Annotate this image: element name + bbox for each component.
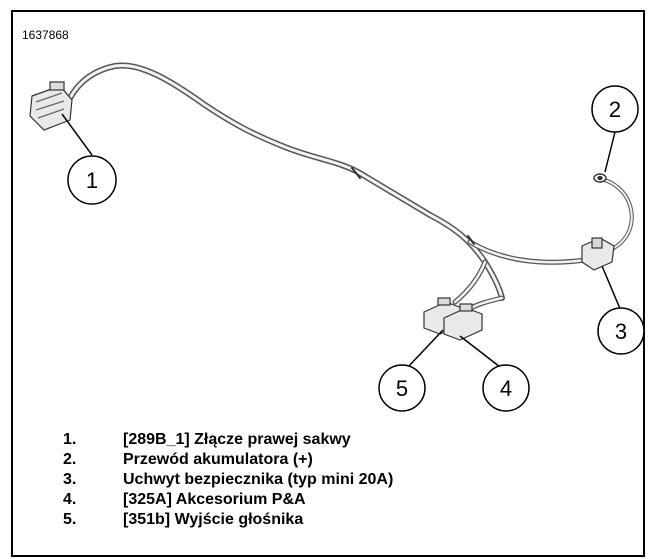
legend-item: 4.[325A] Akcesorium P&A [63,491,306,508]
svg-text:4: 4 [500,376,512,401]
fuse-holder-icon [581,237,615,271]
legend-list: 1.[289B_1] Złącze prawej sakwy 2.Przewód… [63,430,393,530]
leader-lines [61,113,622,368]
legend-item: 3.Uchwyt bezpiecznika (typ mini 20A) [63,471,394,488]
svg-text:5: 5 [396,376,408,401]
callout-2: 2 [591,85,639,133]
connector-18pin-icon [29,81,73,131]
legend-item: 1.[289B_1] Złącze prawej sakwy [63,431,351,448]
legend-item: 5.[351b] Wyjście głośnika [63,511,304,528]
connector-2pin-icon [423,297,483,341]
figure-frame [11,10,645,557]
main-harness-wire [67,62,634,313]
figure-id: 1637868 [22,28,69,42]
svg-text:3: 3 [615,319,627,344]
callout-5: 5 [378,364,426,412]
svg-text:2: 2 [609,97,621,122]
callout-4: 4 [482,364,530,412]
svg-text:1: 1 [86,168,98,193]
ring-terminal-icon [593,173,607,183]
callout-3: 3 [597,307,645,355]
callout-1: 1 [67,155,117,205]
legend-item: 2.Przewód akumulatora (+) [63,451,313,468]
